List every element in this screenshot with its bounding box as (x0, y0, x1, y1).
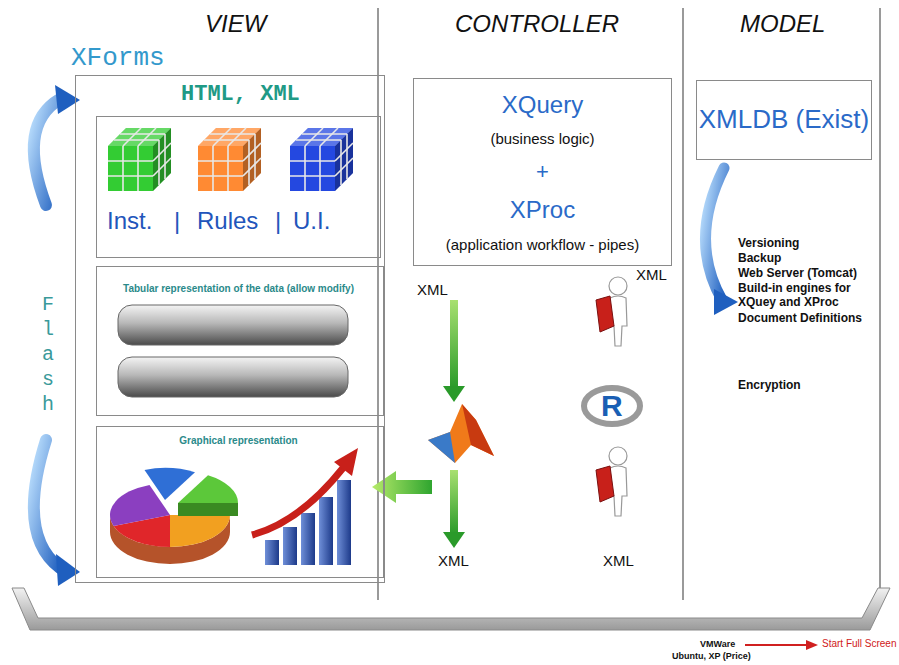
panel-subheading: HTML, XML (181, 82, 300, 107)
vertical-label: Flash (42, 292, 62, 417)
graphical-box: Graphical representation (96, 426, 384, 578)
language-name: XQuery (502, 91, 583, 119)
data-format: XML (438, 552, 469, 570)
feature-item: Build-in engines for XQuey and XProc (738, 281, 870, 310)
feature-item: Backup (738, 251, 781, 265)
cube-label: Inst. (107, 207, 152, 235)
data-format: XML (417, 281, 448, 299)
role-note: (business logic) (490, 130, 594, 147)
footer-note: VMWare (700, 639, 735, 650)
column-header: CONTROLLER (455, 10, 619, 39)
cube-label: U.I. (293, 207, 330, 235)
footer-note: Ubuntu, XP (Price) (672, 651, 751, 662)
separator-mark: | (275, 207, 281, 235)
tabular-box: Tabular representation of the data (allo… (96, 266, 384, 416)
feature-item: Web Server (Tomcat) (738, 266, 857, 280)
controller-box: XQuery (business logic) + XProc (application… (413, 78, 672, 266)
box-heading: Graphical representation (97, 435, 380, 447)
feature-item: Encryption (738, 378, 801, 392)
xforms-panel: XFormsHTML, XMLInst.|Rules|U.I.Tabular r… (75, 75, 385, 583)
cube-label: Rules (197, 207, 258, 235)
panel-heading: XForms (71, 44, 165, 74)
footer-link: Start Full Screen (822, 638, 896, 650)
database-box: XMLDB (Exist) (696, 80, 872, 160)
role-note: (application workflow - pipes) (446, 236, 639, 253)
feature-item: Document Definitions (738, 311, 862, 325)
column-header: MODEL (740, 10, 825, 39)
separator-mark: | (174, 207, 180, 235)
plus-sign: + (536, 159, 549, 184)
column-header: VIEW (205, 10, 266, 39)
feature-item: Versioning (738, 236, 799, 250)
data-format: XML (636, 266, 667, 284)
logo-letter: R (601, 388, 623, 424)
language-name: XProc (510, 196, 575, 224)
data-format: XML (603, 552, 634, 570)
database-name: XMLDB (Exist) (699, 105, 869, 135)
model-rules-ui-box: Inst. | Rules | U.I. (96, 116, 381, 258)
box-heading: Tabular representation of the data (allo… (97, 283, 380, 295)
